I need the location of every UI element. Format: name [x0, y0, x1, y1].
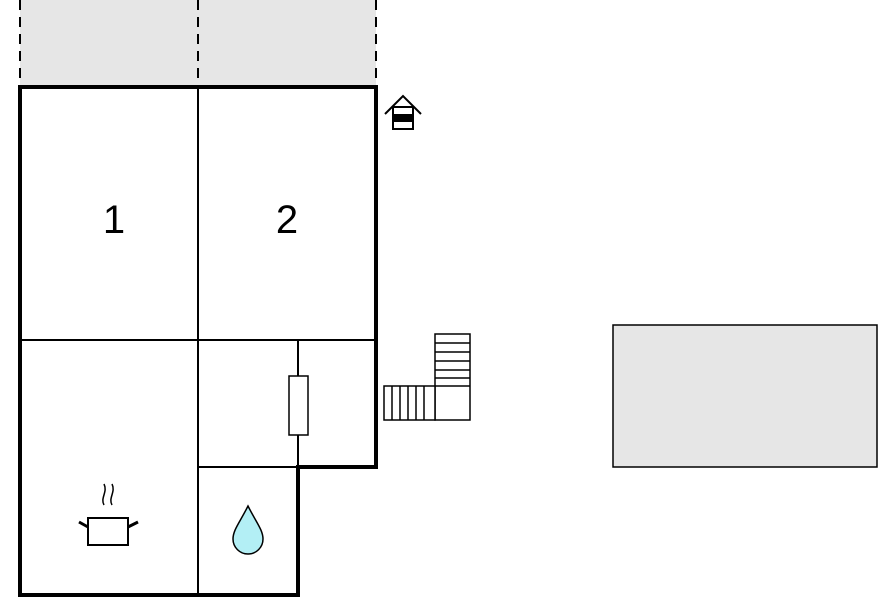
terrace: [19, 0, 377, 87]
stairs-icon: [383, 333, 471, 421]
cooking-pot-icon: [78, 483, 139, 546]
room-1-label: 1: [103, 198, 125, 242]
inner-walls: [20, 87, 376, 595]
room-2-label: 2: [276, 198, 298, 242]
outbuilding: [612, 324, 878, 468]
house-entrance-icon: [384, 94, 422, 130]
water-drop-icon: [232, 504, 264, 555]
wardrobe-icon: [288, 375, 309, 436]
